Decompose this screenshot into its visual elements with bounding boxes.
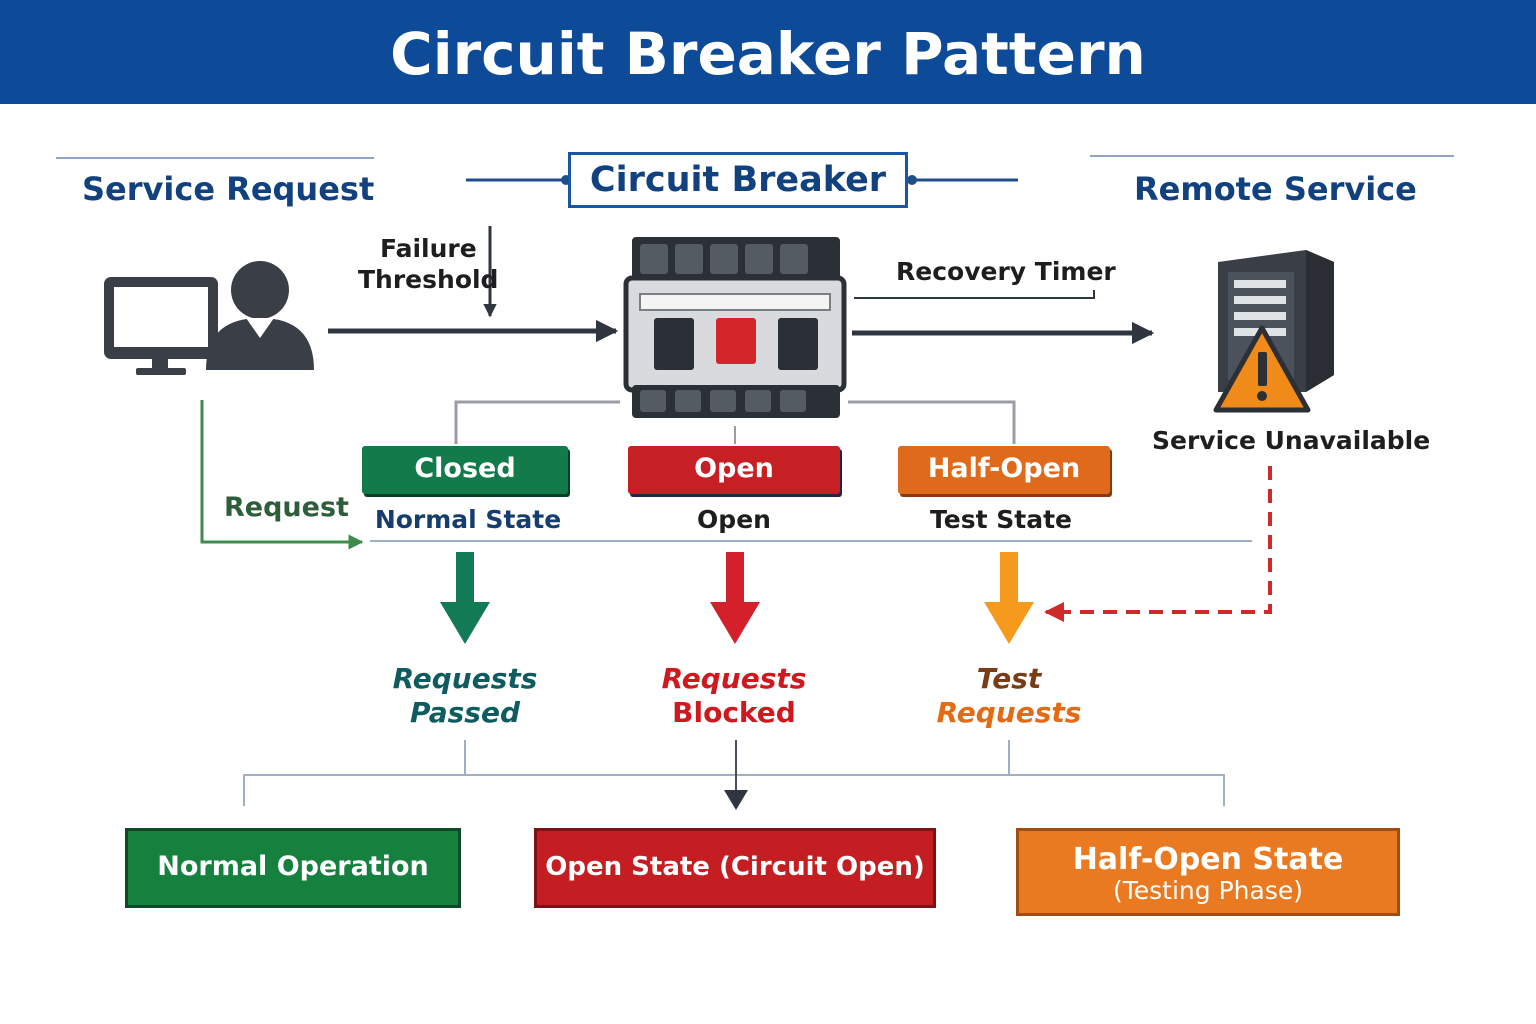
state-open: Open [628, 446, 840, 494]
state-open-description: Open [697, 505, 771, 534]
state-half-open-description: Test State [930, 505, 1072, 534]
failure-label: Failure [380, 234, 477, 263]
recovery-timer-label: Recovery Timer [896, 257, 1116, 286]
closed-down-arrow [440, 552, 490, 644]
user-icon [206, 261, 314, 370]
circuit-breaker-icon [623, 237, 847, 418]
outcome-test-line1: Test [976, 662, 1042, 695]
computer-icon [104, 277, 218, 375]
state-closed-description: Normal State [374, 505, 562, 534]
result-half-open-state: Half-Open State (Testing Phase) [1016, 828, 1400, 916]
state-half-open: Half-Open [898, 446, 1110, 494]
outcome-blocked: Requests Blocked [628, 662, 840, 730]
title-bar [0, 0, 1536, 104]
state-closed: Closed [362, 446, 568, 494]
service-request-heading: Service Request [82, 170, 375, 208]
result-open-state: Open State (Circuit Open) [534, 828, 936, 908]
remote-service-heading: Remote Service [1134, 170, 1417, 208]
unavailable-feedback-arrow [1044, 466, 1272, 622]
outcome-blocked-line1: Requests [661, 662, 807, 695]
outcome-blocked-line2: Blocked [672, 696, 796, 729]
result-half-open-title: Half-Open State [1072, 842, 1344, 877]
outcome-passed-line1: Requests [392, 662, 538, 695]
outcome-test-line2: Requests [936, 696, 1082, 729]
request-arrow [200, 400, 364, 550]
half-open-down-arrow [984, 552, 1034, 644]
warning-icon [1213, 325, 1311, 413]
service-unavailable-label: Service Unavailable [1152, 426, 1431, 455]
page-title: Circuit Breaker Pattern [390, 20, 1146, 88]
circuit-breaker-heading: Circuit Breaker [568, 152, 908, 208]
outcome-passed-line2: Passed [410, 696, 520, 729]
outcome-passed: Requests Passed [360, 662, 570, 730]
result-normal-operation: Normal Operation [125, 828, 461, 908]
open-down-arrow [710, 552, 760, 644]
outcome-test: Test Requests [904, 662, 1114, 730]
threshold-label: Threshold [358, 265, 499, 294]
result-half-open-subtitle: (Testing Phase) [1113, 876, 1303, 905]
request-label: Request [224, 492, 349, 523]
